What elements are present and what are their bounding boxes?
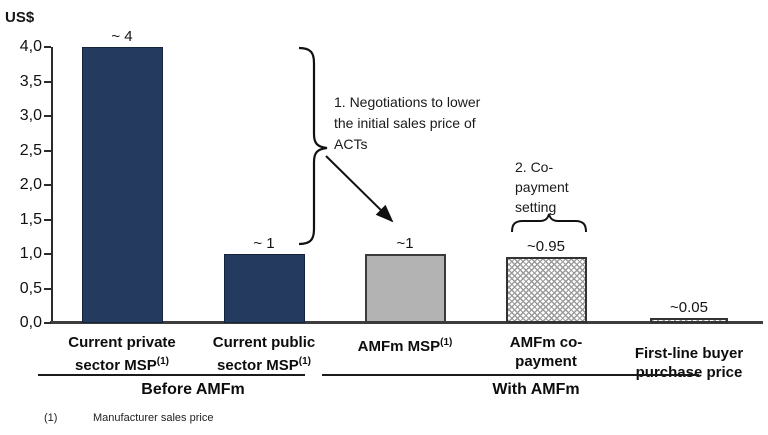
group-label-before-amfm: Before AMFm: [141, 381, 245, 398]
bar-amfmmsp: [364, 254, 446, 323]
x-axis-label-line: sector MSP(1): [75, 356, 169, 374]
curly-brace-vertical: [298, 46, 328, 246]
annotation-negotiations-line1: 1. Negotiations to lower: [334, 94, 481, 110]
group-line-with-amfm: [322, 374, 699, 376]
x-axis-label: First-line buyer purchase price: [619, 344, 759, 382]
annotation-copayment-line1: 2. Co-: [515, 159, 554, 175]
y-tick-label: 1,5: [19, 210, 42, 228]
y-tick-mark: [44, 46, 51, 48]
y-tick-label: 3,5: [19, 72, 42, 90]
y-tick-mark: [44, 322, 51, 324]
y-tick-mark: [44, 184, 51, 186]
annotation-copayment-line2: payment: [515, 179, 569, 195]
y-tick-label: 1,0: [19, 245, 42, 262]
x-axis-label-line: Current public: [212, 334, 316, 351]
group-label-with-amfm: With AMFm: [492, 381, 580, 398]
y-tick-mark: [44, 115, 51, 117]
y-tick-mark: [44, 253, 51, 255]
x-axis-label-line: AMFm MSP(1): [357, 337, 453, 355]
annotation-negotiations-line3: ACTs: [334, 136, 368, 152]
bar-value-label: ~ 1: [253, 235, 275, 252]
arrow-to-amfm-msp: [325, 155, 394, 223]
footnote-reference: (1): [156, 356, 169, 367]
y-tick-label: 2,5: [19, 141, 42, 159]
annotation-negotiations: 1. Negotiations to lower the initial sal…: [334, 92, 480, 155]
footnote-reference: (1): [298, 356, 311, 367]
group-line-before-amfm: [38, 374, 305, 376]
footnote-marker: (1): [44, 412, 58, 424]
x-axis-label-line: payment: [515, 353, 577, 370]
x-axis-label-line: sector MSP(1): [217, 356, 311, 374]
bar-value-label: ~0.05: [670, 299, 708, 316]
x-axis-label: AMFm co-payment: [476, 333, 616, 371]
bar-first-linebuyer-purchaseprice: [650, 318, 728, 323]
annotation-negotiations-line2: the initial sales price of: [334, 115, 476, 131]
y-tick-label: 4,0: [19, 38, 42, 55]
x-axis-label: Current public sector MSP(1): [194, 333, 334, 375]
y-tick-label: 2,0: [19, 176, 42, 193]
x-axis-label-line: First-line buyer: [634, 345, 744, 362]
bar-currentprivate-sectormsp: [81, 47, 163, 323]
y-tick-label: 0,0: [19, 314, 42, 331]
annotation-copayment-setting: 2. Co- payment setting: [515, 157, 569, 217]
bar-amfmco--payment: [505, 257, 587, 323]
x-axis-label-line: purchase price: [635, 364, 743, 381]
bar-value-label: ~1: [396, 235, 414, 252]
y-tick-mark: [44, 287, 51, 290]
y-tick-mark: [44, 218, 51, 221]
footnote-reference: (1): [440, 337, 453, 348]
y-tick-mark: [44, 149, 51, 152]
bar-value-label: ~ 4: [111, 28, 133, 45]
y-tick-mark: [44, 80, 51, 83]
x-axis-label: AMFm MSP(1): [335, 333, 475, 356]
footnote-text: Manufacturer sales price: [93, 412, 214, 424]
bar-value-label: ~0.95: [527, 238, 565, 255]
y-axis-title: US$: [5, 9, 35, 26]
y-axis-line: [51, 47, 53, 323]
x-axis-label-line: Current private: [68, 334, 176, 351]
annotation-copayment-line3: setting: [515, 199, 557, 215]
bar-currentpublic-sectormsp: [223, 254, 305, 323]
y-tick-label: 0,5: [19, 279, 42, 297]
x-axis-label: Current private sector MSP(1): [52, 333, 192, 375]
y-tick-label: 3,0: [19, 107, 42, 124]
x-axis-label-line: AMFm co-: [509, 334, 583, 351]
